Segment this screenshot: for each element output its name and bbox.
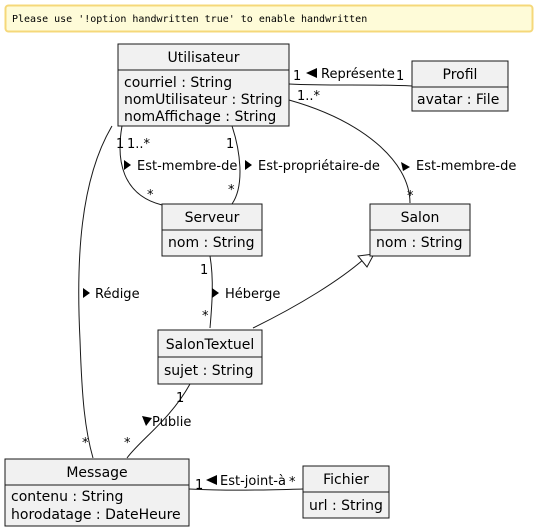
relation-membre-serveur: 1..* * Est-membre-de [119, 125, 237, 206]
class-salontextuel[interactable]: SalonTextuel sujet : String [157, 329, 263, 385]
class-message[interactable]: Message contenu : String horodatage : Da… [4, 458, 190, 527]
label-proprietaire: Est-propriétaire-de [258, 159, 380, 174]
relation-represente: 1 1 Représente [288, 67, 413, 87]
direction-arrow-icon [142, 416, 152, 426]
class-name: Utilisateur [167, 50, 239, 66]
direction-arrow-icon [245, 160, 252, 170]
direction-arrow-icon [206, 475, 217, 485]
mult-message-redige: * [82, 436, 89, 451]
class-attribute: avatar : File [417, 92, 499, 108]
direction-arrow-icon [306, 68, 317, 78]
class-attribute: horodatage : DateHeure [11, 507, 181, 523]
class-fichier[interactable]: Fichier url : String [302, 465, 390, 519]
class-name: Message [66, 465, 127, 481]
class-attribute: courriel : String [124, 75, 232, 91]
class-name: SalonTextuel [166, 337, 254, 353]
inheritance-arrow-icon [357, 253, 375, 268]
mult-utilisateur-represente: 1 [293, 69, 301, 84]
mult-serveur-heberge: 1 [200, 263, 208, 278]
class-name: Serveur [185, 210, 240, 226]
mult-message-est-joint: 1 [195, 478, 203, 493]
direction-arrow-icon [401, 162, 410, 171]
label-membre-salon: Est-membre-de [416, 159, 516, 174]
label-redige: Rédige [95, 287, 140, 302]
label-heberge: Héberge [225, 287, 280, 302]
class-attribute: nom : String [168, 235, 254, 251]
class-salon[interactable]: Salon nom : String [369, 203, 471, 257]
mult-serveur-membre: * [147, 188, 154, 203]
label-represente: Représente [321, 67, 395, 82]
label-membre-serveur: Est-membre-de [137, 159, 237, 174]
class-name: Salon [401, 210, 440, 226]
mult-utilisateur-redige: 1 [116, 137, 124, 152]
class-attribute: nomAffichage : String [124, 109, 276, 125]
mult-fichier-est-joint: * [289, 475, 296, 490]
class-profil[interactable]: Profil avatar : File [411, 60, 509, 112]
relation-proprietaire: 1 * Est-propriétaire-de [226, 125, 380, 205]
relation-publie: 1 * Publie [124, 383, 191, 459]
class-name: Profil [443, 67, 478, 83]
class-serveur[interactable]: Serveur nom : String [161, 203, 263, 257]
mult-profil-represente: 1 [396, 69, 404, 84]
label-est-joint: Est-joint-à [220, 474, 286, 489]
direction-arrow-icon [212, 288, 219, 298]
class-name: Fichier [323, 472, 369, 488]
mult-utilisateur-proprietaire: 1 [226, 137, 234, 152]
mult-message-publie: * [124, 436, 131, 451]
class-attribute: sujet : String [164, 363, 254, 379]
handwritten-warning-note: Please use '!option handwritten true' to… [4, 4, 534, 33]
class-attribute: nom : String [376, 235, 462, 251]
direction-arrow-icon [83, 288, 90, 298]
class-attribute: url : String [309, 498, 383, 514]
mult-serveur-proprietaire: * [228, 183, 235, 198]
relation-generalisation-salon [252, 253, 375, 329]
mult-utilisateur-membre-serveur: 1..* [127, 137, 151, 152]
note-text: Please use '!option handwritten true' to… [12, 14, 367, 25]
class-attribute: contenu : String [11, 489, 123, 505]
mult-salontextuel-heberge: * [202, 309, 209, 324]
mult-utilisateur-membre-salon: 1..* [297, 89, 321, 104]
label-publie: Publie [152, 415, 191, 430]
class-attribute: nomUtilisateur : String [124, 92, 282, 108]
mult-salontextuel-publie: 1 [176, 391, 184, 406]
class-utilisateur[interactable]: Utilisateur courriel : String nomUtilisa… [117, 43, 290, 127]
relation-heberge: 1 * Héberge [200, 255, 280, 329]
mult-salon-membre: * [407, 189, 414, 204]
relation-est-joint: 1 * Est-joint-à [188, 474, 304, 493]
direction-arrow-icon [124, 160, 131, 170]
relation-redige: 1 * Rédige [78, 125, 140, 459]
relation-membre-salon: 1..* * Est-membre-de [288, 89, 516, 204]
